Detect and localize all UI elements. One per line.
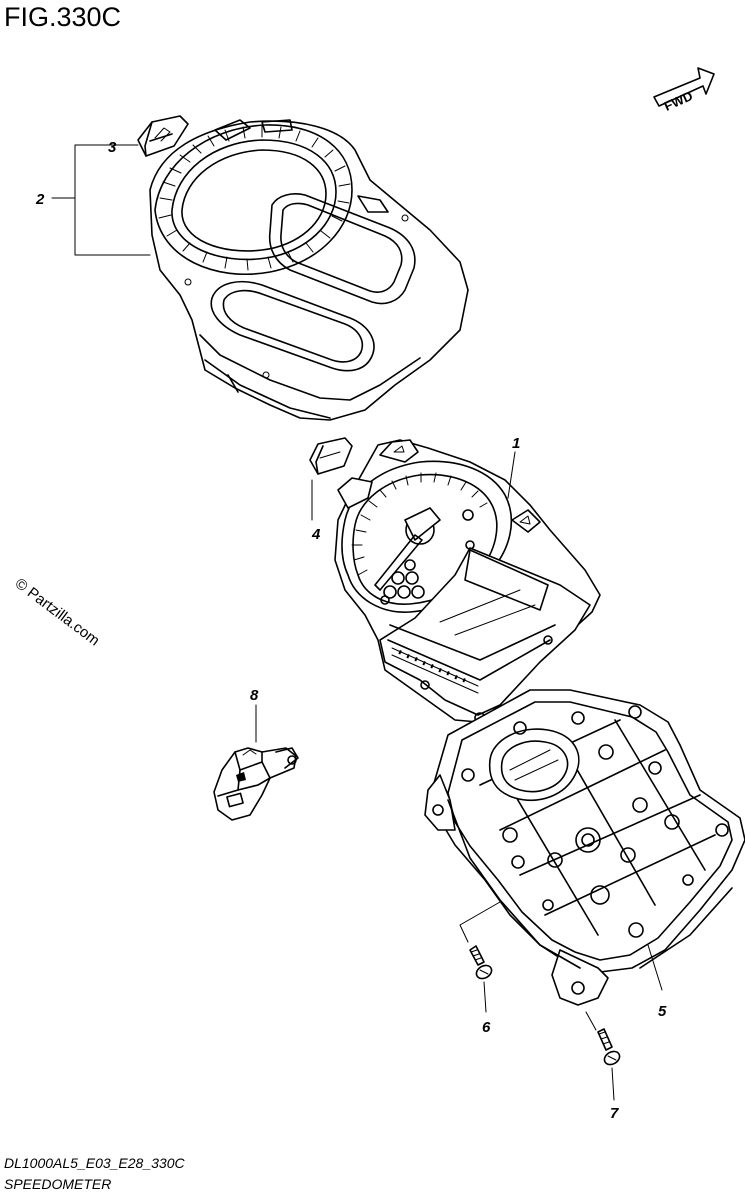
- screw-6-icon: [459, 901, 501, 1013]
- leader-2: [51, 144, 151, 256]
- screw-7-icon: [585, 1011, 621, 1101]
- callout-8: 8: [250, 687, 259, 704]
- callout-6: 6: [482, 1019, 491, 1036]
- leader-5: [647, 944, 663, 991]
- figure-title: FIG.330C: [4, 2, 122, 32]
- callout-1: 1: [512, 435, 520, 452]
- clip-3-icon: [137, 115, 189, 157]
- callout-5: 5: [658, 1003, 667, 1020]
- fwd-arrow-icon: FWD: [653, 67, 715, 114]
- clip-4-icon: [309, 437, 353, 475]
- callout-7: 7: [610, 1105, 619, 1122]
- footer-name: SPEEDOMETER: [4, 1176, 112, 1192]
- meter-assembly-icon: [334, 439, 601, 724]
- footer-code: DL1000AL5_E03_E28_330C: [4, 1155, 185, 1171]
- callout-4: 4: [311, 526, 321, 543]
- callout-2: 2: [35, 191, 45, 208]
- leader-1: [507, 451, 516, 499]
- connector-icon: [213, 747, 299, 821]
- meter-case-icon: [424, 689, 745, 1006]
- meter-cover-icon: [149, 119, 469, 421]
- callout-3: 3: [108, 139, 117, 156]
